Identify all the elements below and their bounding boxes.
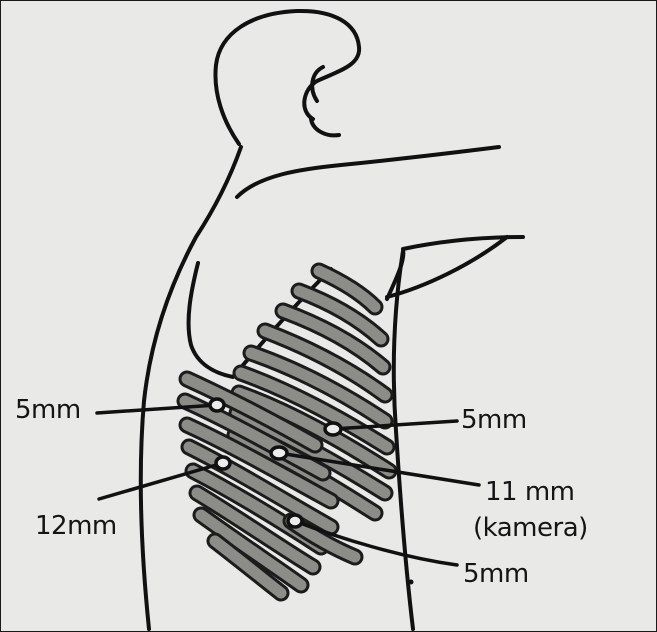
skin-mark bbox=[409, 580, 414, 585]
port-right-bottom bbox=[288, 515, 302, 527]
shoulder-line bbox=[237, 147, 499, 197]
chest-outline bbox=[394, 251, 413, 629]
port-right-top bbox=[325, 423, 341, 435]
label-right-top: 5mm bbox=[461, 405, 527, 435]
label-left-top: 5mm bbox=[15, 395, 81, 425]
label-camera-name: (kamera) bbox=[473, 513, 588, 543]
port-left-top bbox=[210, 399, 224, 411]
port-camera bbox=[271, 447, 287, 459]
chin-line bbox=[311, 119, 339, 135]
armpit-line bbox=[387, 237, 507, 297]
label-right-bottom: 5mm bbox=[463, 559, 529, 589]
port-left-bottom bbox=[216, 457, 230, 469]
label-left-bottom: 12mm bbox=[35, 511, 117, 541]
label-camera-size: 11 mm bbox=[485, 477, 575, 507]
ear bbox=[312, 67, 323, 101]
head-outline bbox=[215, 11, 359, 144]
